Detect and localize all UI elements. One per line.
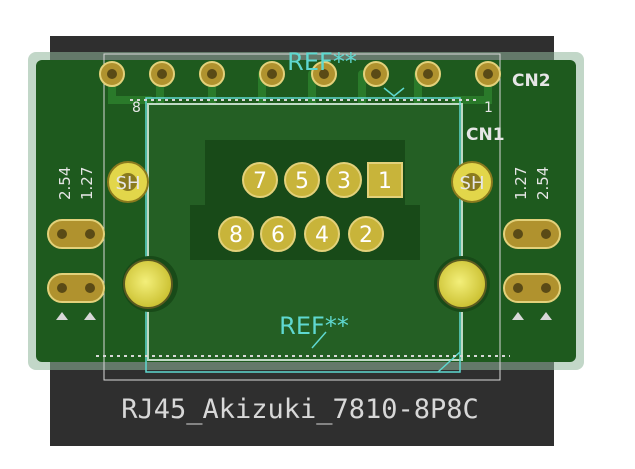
courtyard-outline [145, 97, 461, 373]
silk-pitch-left-a: 2.54 [56, 167, 74, 200]
ref-anchor-mark [383, 87, 405, 97]
silk-cn1: CN1 [466, 125, 505, 145]
mount-hole-left [123, 259, 173, 309]
pad-label-8: 8 [229, 223, 243, 248]
pin1-marker [437, 351, 461, 373]
silk-cn2: CN2 [512, 71, 551, 91]
footprint-value: RJ45_Akizuki_7810-8P8C [121, 394, 479, 425]
pad-label-1: 1 [378, 169, 392, 194]
cn2-header-pins [99, 61, 501, 87]
pad-label-6: 6 [271, 223, 285, 248]
pad-label-3: 3 [337, 169, 351, 194]
signal-pads-top [242, 162, 403, 198]
right-side-pads [503, 219, 561, 320]
ref-designator-top: REF** [287, 48, 357, 76]
pad-label-5: 5 [295, 169, 309, 194]
mount-hole-right [437, 259, 487, 309]
fab-outline [103, 53, 501, 381]
silk-pitch-right-b: 2.54 [534, 167, 552, 200]
shield-right-label: SH [460, 173, 485, 194]
silk-pin-1: 1 [484, 100, 493, 116]
left-side-pads [47, 219, 105, 320]
shield-left-label: SH [116, 173, 141, 194]
pad-label-4: 4 [315, 223, 329, 248]
pad-label-2: 2 [359, 223, 373, 248]
pad-label-7: 7 [253, 169, 267, 194]
silk-pitch-right-a: 1.27 [512, 167, 530, 200]
ref-center-mark [311, 331, 327, 349]
silk-pitch-left-b: 1.27 [78, 167, 96, 200]
silk-pin-8: 8 [132, 100, 141, 116]
ref-designator-center: REF** [279, 312, 349, 340]
signal-pads-bottom [218, 216, 384, 252]
